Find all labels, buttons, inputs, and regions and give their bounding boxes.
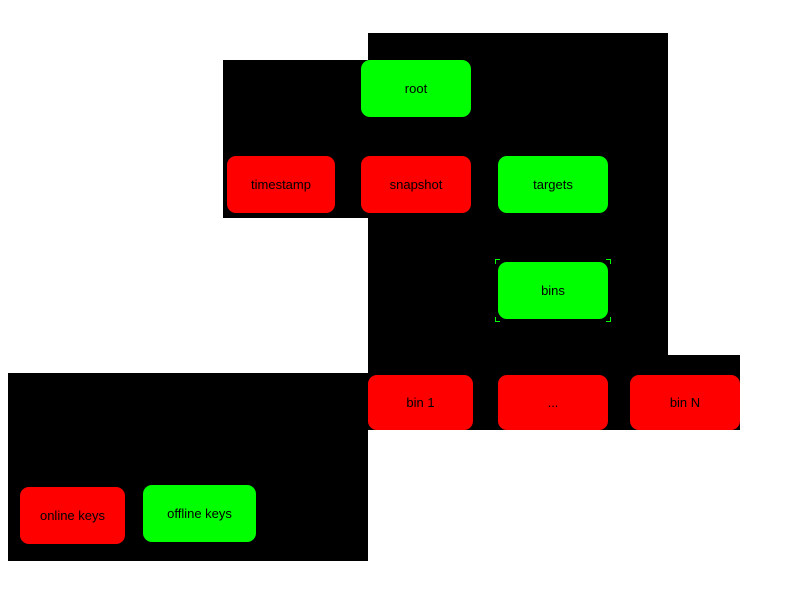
node-bins-label: bins	[541, 283, 565, 298]
node-bin-n-label: bin N	[669, 395, 701, 410]
node-bin-ellipsis[interactable]: ...	[498, 375, 608, 430]
node-bin-ellipsis-label: ...	[547, 395, 559, 410]
node-snapshot[interactable]: snapshot	[361, 156, 471, 213]
node-root[interactable]: root	[361, 60, 471, 117]
node-bins[interactable]: bins	[495, 259, 611, 322]
selection-handle-tr[interactable]	[606, 259, 611, 264]
node-bin-1-label: bin 1	[406, 395, 435, 410]
node-timestamp[interactable]: timestamp	[227, 156, 335, 213]
node-offline-keys[interactable]: offline keys	[143, 485, 256, 542]
selection-handle-bl[interactable]	[495, 317, 500, 322]
node-snapshot-label: snapshot	[389, 177, 443, 192]
node-online-keys-label: online keys	[39, 508, 106, 523]
selection-handle-tl[interactable]	[495, 259, 500, 264]
node-root-label: root	[404, 81, 428, 96]
node-bin-1[interactable]: bin 1	[368, 375, 473, 430]
node-targets-label: targets	[533, 177, 573, 192]
node-offline-keys-label: offline keys	[167, 506, 232, 521]
selection-handle-br[interactable]	[606, 317, 611, 322]
node-bin-n[interactable]: bin N	[630, 375, 740, 430]
node-timestamp-label: timestamp	[251, 177, 311, 192]
node-online-keys[interactable]: online keys	[20, 487, 125, 544]
node-targets[interactable]: targets	[498, 156, 608, 213]
